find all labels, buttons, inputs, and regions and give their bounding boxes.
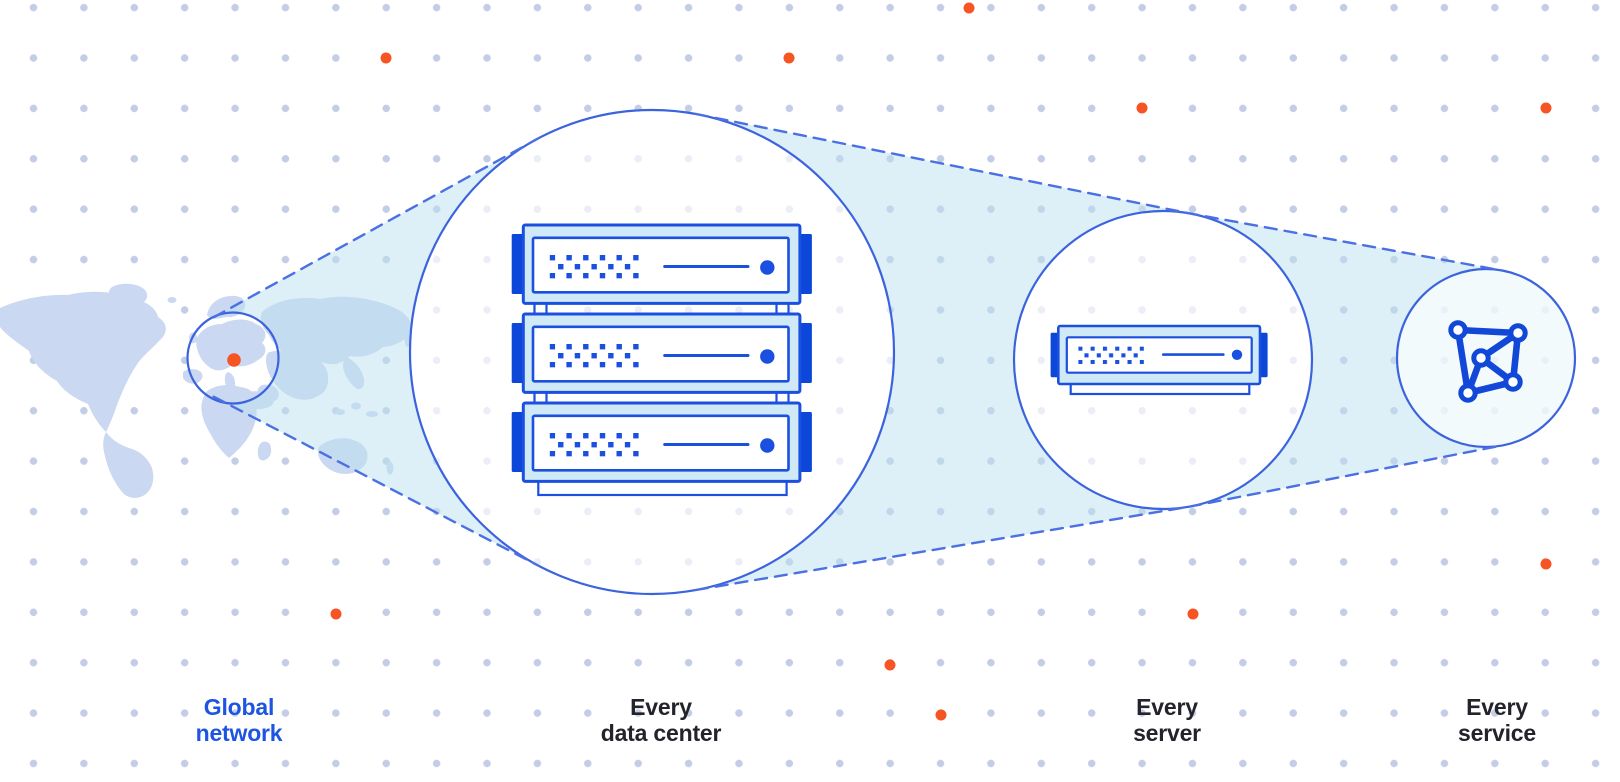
rack-unit-3 <box>511 401 812 483</box>
led-indicator <box>1231 349 1243 360</box>
accent-dots <box>227 2 1552 721</box>
accent-dot <box>380 52 392 64</box>
mesh-node <box>1508 323 1528 343</box>
rack-side-tab <box>799 412 812 472</box>
rack-side-tab <box>511 412 524 472</box>
rack-unit-vents <box>549 255 639 279</box>
label-line: data center <box>600 720 722 746</box>
dashed-line-top-right <box>694 112 1504 272</box>
accent-dot <box>330 608 342 620</box>
server-rack-icon <box>511 223 812 497</box>
mesh-node <box>1503 372 1523 392</box>
mesh-node <box>1471 348 1491 368</box>
label-global-network: Global network <box>196 694 283 746</box>
label-line: server <box>1133 720 1201 746</box>
accent-dot <box>783 52 795 64</box>
accent-dot <box>963 2 975 14</box>
rack-unit-vents <box>549 344 639 368</box>
led-indicator <box>760 438 775 453</box>
rack-unit-face <box>531 236 790 294</box>
rack-side-tab <box>511 234 524 294</box>
region-iberia <box>183 369 203 384</box>
rack-side-tab <box>799 323 812 383</box>
accent-dot <box>1540 102 1552 114</box>
continent-south-america <box>103 432 154 498</box>
label-every-data-center: Every data center <box>601 694 722 746</box>
rack-side-tab <box>799 234 812 294</box>
dashed-line-top-left <box>212 137 539 319</box>
rack-pedestal <box>537 479 788 497</box>
region-iceland <box>167 297 177 303</box>
label-line: Every <box>630 694 692 720</box>
rack-unit-1 <box>511 223 812 305</box>
accent-dot <box>1136 102 1148 114</box>
accent-dot <box>935 709 947 721</box>
label-every-service: Every service <box>1458 694 1536 746</box>
global-highlight-circle <box>186 311 280 405</box>
continent-greenland <box>108 283 148 307</box>
rack-unit-face <box>531 325 790 383</box>
led-indicator <box>760 260 775 275</box>
accent-dot <box>1540 558 1552 570</box>
zoom-cone-datacenter-to-server <box>696 114 1191 590</box>
label-line: service <box>1458 720 1536 746</box>
zoom-cone-map-to-datacenter <box>213 138 538 566</box>
mesh-node <box>1448 320 1468 340</box>
dashed-line-bottom-left <box>212 395 539 567</box>
accent-dot <box>1187 608 1199 620</box>
label-line: Every <box>1466 694 1528 720</box>
rack-unit-vents <box>549 433 639 457</box>
label-line: Every <box>1136 694 1198 720</box>
accent-dot <box>884 659 896 671</box>
continent-north-america <box>0 291 166 432</box>
label-every-server: Every server <box>1133 694 1201 746</box>
led-indicator <box>760 349 775 364</box>
mesh-network-icon <box>1448 320 1528 403</box>
server-vents <box>1078 346 1144 365</box>
rack-side-tab <box>511 323 524 383</box>
label-line: network <box>195 720 283 746</box>
location-marker-dot <box>227 353 241 367</box>
single-server-icon <box>1050 324 1268 396</box>
region-madagascar <box>257 441 272 461</box>
dashed-line-bottom-right <box>694 444 1504 592</box>
continent-europe <box>196 319 266 371</box>
label-line: Global <box>203 694 275 720</box>
rack-unit-2 <box>511 312 812 394</box>
rack-unit-face <box>531 414 790 472</box>
mesh-node <box>1458 383 1478 403</box>
